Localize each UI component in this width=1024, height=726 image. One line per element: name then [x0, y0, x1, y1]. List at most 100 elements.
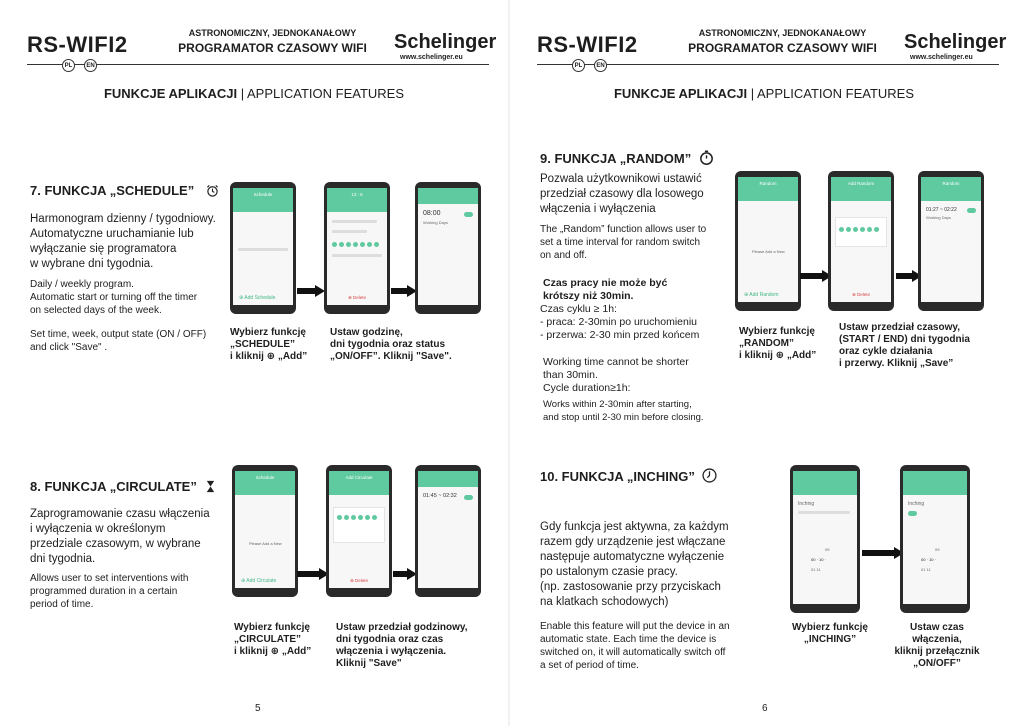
caption-line: Wybierz funkcję — [230, 327, 306, 338]
add-schedule-button[interactable]: ⊕ Add Schedule — [239, 295, 276, 301]
page-5: RS-WIFI2 ASTRONOMICZNY, JEDNOKANAŁOWY PR… — [0, 0, 508, 726]
caption-line: i kliknij ⊕ „Add” — [230, 351, 308, 362]
schedule-en-line: and click "Save" . — [30, 342, 108, 353]
arrow-right — [297, 285, 325, 297]
weekday-selector[interactable] — [332, 242, 379, 247]
form-row — [332, 220, 377, 223]
inching-en-line: automatic state. Each time the device is — [540, 634, 717, 645]
inching-label: Inching — [908, 501, 925, 507]
schedule-time: 08:00 — [423, 210, 441, 217]
add-circulate-button[interactable]: ⊕ Add Circulate — [241, 578, 277, 584]
random-en-line: on and off. — [540, 250, 588, 261]
inching-pl-line: na klatkach schodowych) — [540, 596, 669, 608]
arrow-head — [894, 547, 904, 559]
caption-line: „ON/OFF”. Kliknij "Save". — [330, 351, 452, 362]
random-pl-line: Pozwala użytkownikowi ustawić — [540, 173, 702, 185]
caption-line: „INCHING” — [803, 634, 857, 645]
random-heading-text: 9. FUNKCJA „RANDOM” — [540, 151, 692, 166]
section-title-separator: | — [237, 86, 248, 101]
circulate-form-card[interactable] — [333, 507, 385, 543]
app-bar — [418, 188, 478, 204]
caption-line: kliknij przełącznik — [894, 646, 980, 657]
on-off-toggle[interactable] — [908, 511, 917, 516]
schedule-en-line: Daily / weekly program. — [30, 279, 134, 290]
schedule-en-line: Set time, week, output state (ON / OFF) — [30, 329, 207, 340]
section-title: FUNKCJE APLIKACJI | APPLICATION FEATURES — [510, 86, 1018, 101]
random-form-card[interactable] — [835, 217, 887, 247]
inching-caption-2: Ustaw czas włączenia, kliknij przełączni… — [882, 622, 992, 670]
model-name: RS-WIFI2 — [27, 32, 128, 57]
picker-value: 01 11 — [921, 567, 931, 572]
delete-button[interactable]: ⊗ Delete — [851, 292, 871, 297]
app-bar: 13 : 5 — [327, 188, 387, 212]
random-en-line: set a time interval for random switch — [540, 237, 701, 248]
circulate-en-line: Allows user to set interventions with — [30, 573, 189, 584]
working-days-label: Working Days — [926, 215, 951, 220]
lang-badge-pl: PL — [572, 59, 585, 72]
model-name: RS-WIFI2 — [537, 32, 638, 57]
inching-caption-1: Wybierz funkcję „INCHING” — [790, 622, 870, 646]
schedule-en-line: Automatic start or turning off the timer — [30, 292, 198, 303]
random-pl-line: włączenia i wyłączenia — [540, 203, 656, 215]
phone-screen: Inching 09 00 · 10 · 01 11 — [903, 471, 967, 604]
app-bar: Schedule — [235, 471, 295, 495]
page-number: 5 — [255, 703, 261, 714]
phone-screen: 13 : 5 ⊗ Delete — [327, 188, 387, 305]
inching-en-line: switched on, it will automatically switc… — [540, 647, 726, 658]
circulate-en-line: programmed duration in a certain — [30, 586, 178, 597]
caption-line: Wybierz funkcję — [739, 326, 815, 337]
circulate-pl-desc: Zaprogramowanie czasu włączenia i wyłącz… — [30, 507, 210, 567]
inching-pl-desc: Gdy funkcja jest aktywna, za każdym raze… — [540, 520, 729, 610]
arrow-right — [393, 568, 417, 580]
random-min-time-pl: Czas pracy nie może być krótszy niż 30mi… — [543, 277, 667, 303]
phone-schedule-result: 08:00 Working Days — [415, 182, 481, 314]
circulate-en-desc: Allows user to set interventions with pr… — [30, 572, 188, 611]
phone-inching-off: Inching 09 00 · 10 · 01 11 — [790, 465, 860, 613]
caption-line: włączenia, — [912, 634, 962, 645]
app-bar: Schedule — [233, 188, 293, 212]
schedule-pl-line: Harmonogram dzienny / tygodniowy. — [30, 213, 216, 225]
arrow-right — [896, 270, 922, 282]
add-random-button[interactable]: ⊕ Add Random — [744, 292, 779, 298]
arrow-shaft — [297, 288, 317, 294]
on-off-toggle[interactable] — [464, 212, 473, 217]
schedule-pl-line: w wybrane dni tygodnia. — [30, 258, 154, 270]
time-picker[interactable]: 00 · 10 · — [811, 557, 826, 562]
schedule-pl-line: Automatyczne uruchamianie lub — [30, 228, 194, 240]
arrow-head — [319, 568, 329, 580]
on-off-toggle[interactable] — [967, 208, 976, 213]
empty-hint: Please Add a New — [752, 249, 785, 254]
phone-screen: Random 01:27 ~ 02:22 Working Days — [921, 177, 981, 302]
caption-line: Ustaw czas — [910, 622, 964, 633]
random-en-note-line: Working time cannot be shorter — [543, 356, 689, 368]
circulate-caption-2: Ustaw przedział godzinowy, dni tygodnia … — [336, 622, 468, 670]
caption-line: Ustaw godzinę, — [330, 327, 403, 338]
stopwatch-icon — [699, 150, 713, 165]
form-row — [332, 254, 382, 257]
random-caption-1: Wybierz funkcję „RANDOM” i kliknij ⊕ „Ad… — [739, 326, 816, 362]
lang-badge-pl: PL — [62, 59, 75, 72]
phone-random-list: Random Please Add a New ⊕ Add Random — [735, 171, 801, 311]
arrow-shaft — [393, 571, 409, 577]
phone-screen: Add Circulate ⊗ Delete — [329, 471, 389, 588]
random-en-note-line: Cycle duration≥1h: — [543, 382, 631, 394]
on-off-toggle[interactable] — [464, 495, 473, 500]
random-en-note-line: Works within 2-30min after starting, — [543, 399, 692, 410]
weekday-selector[interactable] — [839, 227, 879, 232]
inching-label: Inching — [798, 501, 815, 507]
delete-button[interactable]: ⊗ Delete — [349, 578, 369, 583]
phone-schedule-add: 13 : 5 ⊗ Delete — [324, 182, 390, 314]
section-title-bold: FUNKCJE APLIKACJI — [613, 86, 748, 101]
caption-line: (START / END) dni tygodnia — [839, 334, 970, 345]
random-cycle-line: - przerwa: 2-30 min przed końcem — [540, 329, 700, 341]
time-picker[interactable]: 00 · 10 · — [921, 557, 936, 562]
delete-button[interactable]: ⊗ Delete — [347, 295, 367, 300]
phone-screen: Random Please Add a New ⊕ Add Random — [738, 177, 798, 302]
random-cycle-en: Works within 2-30min after starting, and… — [543, 398, 704, 424]
inching-pl-line: Gdy funkcja jest aktywna, za każdym — [540, 521, 729, 533]
caption-line: dni tygodnia oraz czas — [336, 634, 444, 645]
phone-random-result: Random 01:27 ~ 02:22 Working Days — [918, 171, 984, 311]
caption-line: i kliknij ⊕ „Add” — [739, 350, 817, 361]
weekday-selector[interactable] — [337, 515, 377, 520]
title-block: ASTRONOMICZNY, JEDNOKANAŁOWY PROGRAMATOR… — [670, 28, 895, 55]
